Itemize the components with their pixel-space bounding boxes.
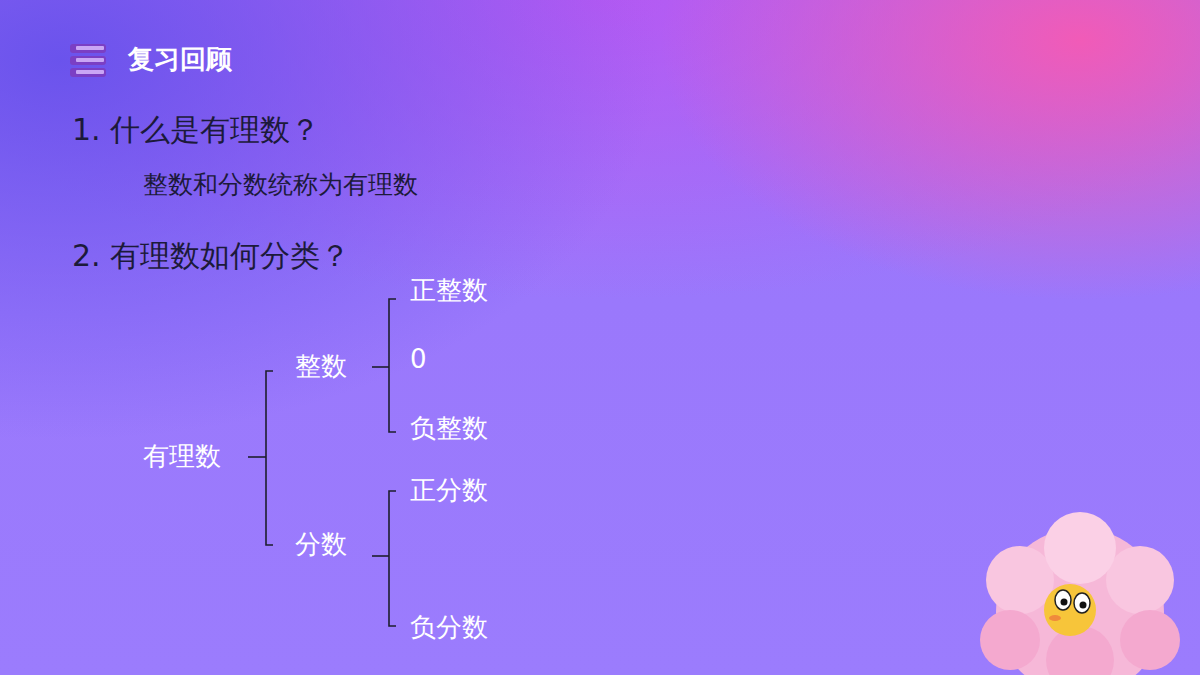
- mascot-illustration: [980, 512, 1180, 675]
- leaf-term: 负分数: [410, 612, 488, 643]
- slide-title: 复习回顾: [128, 44, 232, 75]
- leaf-term: 正整数: [410, 275, 488, 306]
- root-term: 有理数: [143, 441, 221, 472]
- branch-term: 分数: [295, 529, 347, 560]
- leaf-term: 正分数: [410, 475, 488, 506]
- question: 1. 什么是有理数？: [72, 112, 320, 148]
- leaf-term: 0: [410, 344, 427, 375]
- answer: 整数和分数统称为有理数: [143, 170, 418, 200]
- leaf-term: 负整数: [410, 413, 488, 444]
- book-icon: [70, 44, 106, 77]
- classification-brackets: [248, 299, 396, 626]
- branch-term: 整数: [295, 351, 347, 382]
- question: 2. 有理数如何分类？: [72, 238, 350, 274]
